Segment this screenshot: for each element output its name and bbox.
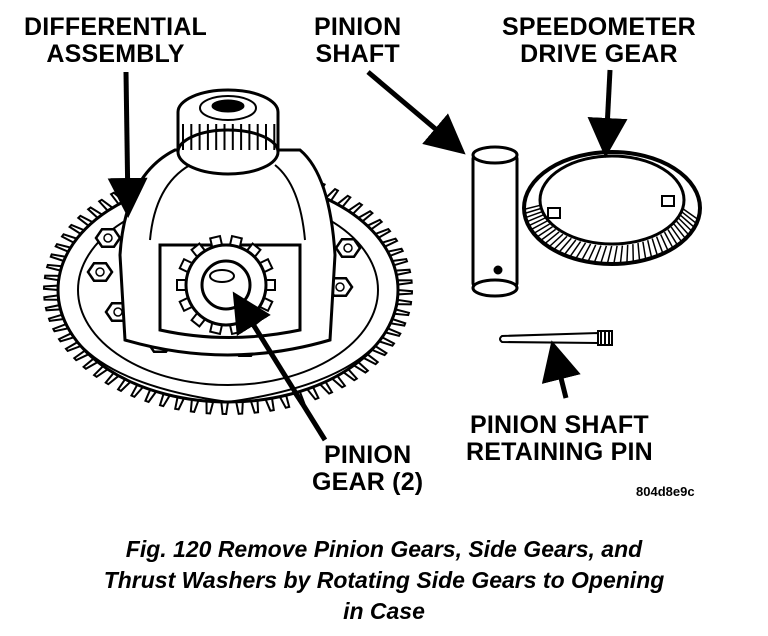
- arrow-retaining-pin: [541, 340, 581, 399]
- bearing-rollers: [182, 124, 276, 150]
- retaining-pin-part: [499, 330, 613, 346]
- label-pinion-shaft: PINION SHAFT: [314, 14, 401, 68]
- label-line: GEAR (2): [312, 468, 424, 496]
- label-line: SHAFT: [315, 40, 400, 68]
- label-line: DRIVE GEAR: [520, 40, 678, 68]
- arrow-pinion-gear: [232, 291, 328, 442]
- label-line: PINION SHAFT: [470, 411, 649, 439]
- label-pinion-shaft-retaining-pin: PINION SHAFT RETAINING PIN: [466, 412, 653, 466]
- pinion-gear-drawing: [176, 234, 276, 336]
- arrow-pinion-shaft: [366, 70, 466, 155]
- leader-arrows: [107, 69, 628, 442]
- speedometer-gear-part: [522, 150, 702, 266]
- label-speedometer-drive-gear: SPEEDOMETER DRIVE GEAR: [502, 14, 696, 68]
- arrow-speedometer-drive-gear: [587, 69, 628, 158]
- caption-line: Fig. 120 Remove Pinion Gears, Side Gears…: [125, 536, 643, 562]
- label-line: PINION: [324, 441, 412, 469]
- label-line: DIFFERENTIAL: [24, 13, 207, 41]
- figure-caption: Fig. 120 Remove Pinion Gears, Side Gears…: [0, 534, 768, 627]
- label-line: PINION: [314, 13, 402, 41]
- arrow-differential-assembly: [107, 71, 148, 218]
- label-differential-assembly: DIFFERENTIAL ASSEMBLY: [24, 14, 207, 68]
- caption-line: in Case: [343, 598, 425, 624]
- pinion-shaft-part: [471, 145, 519, 298]
- label-pinion-gear: PINION GEAR (2): [312, 442, 423, 496]
- label-line: SPEEDOMETER: [502, 13, 696, 41]
- caption-line: Thrust Washers by Rotating Side Gears to…: [103, 567, 665, 593]
- figure-code: 804d8e9c: [636, 484, 695, 499]
- label-line: ASSEMBLY: [46, 40, 185, 68]
- label-line: RETAINING PIN: [466, 438, 653, 466]
